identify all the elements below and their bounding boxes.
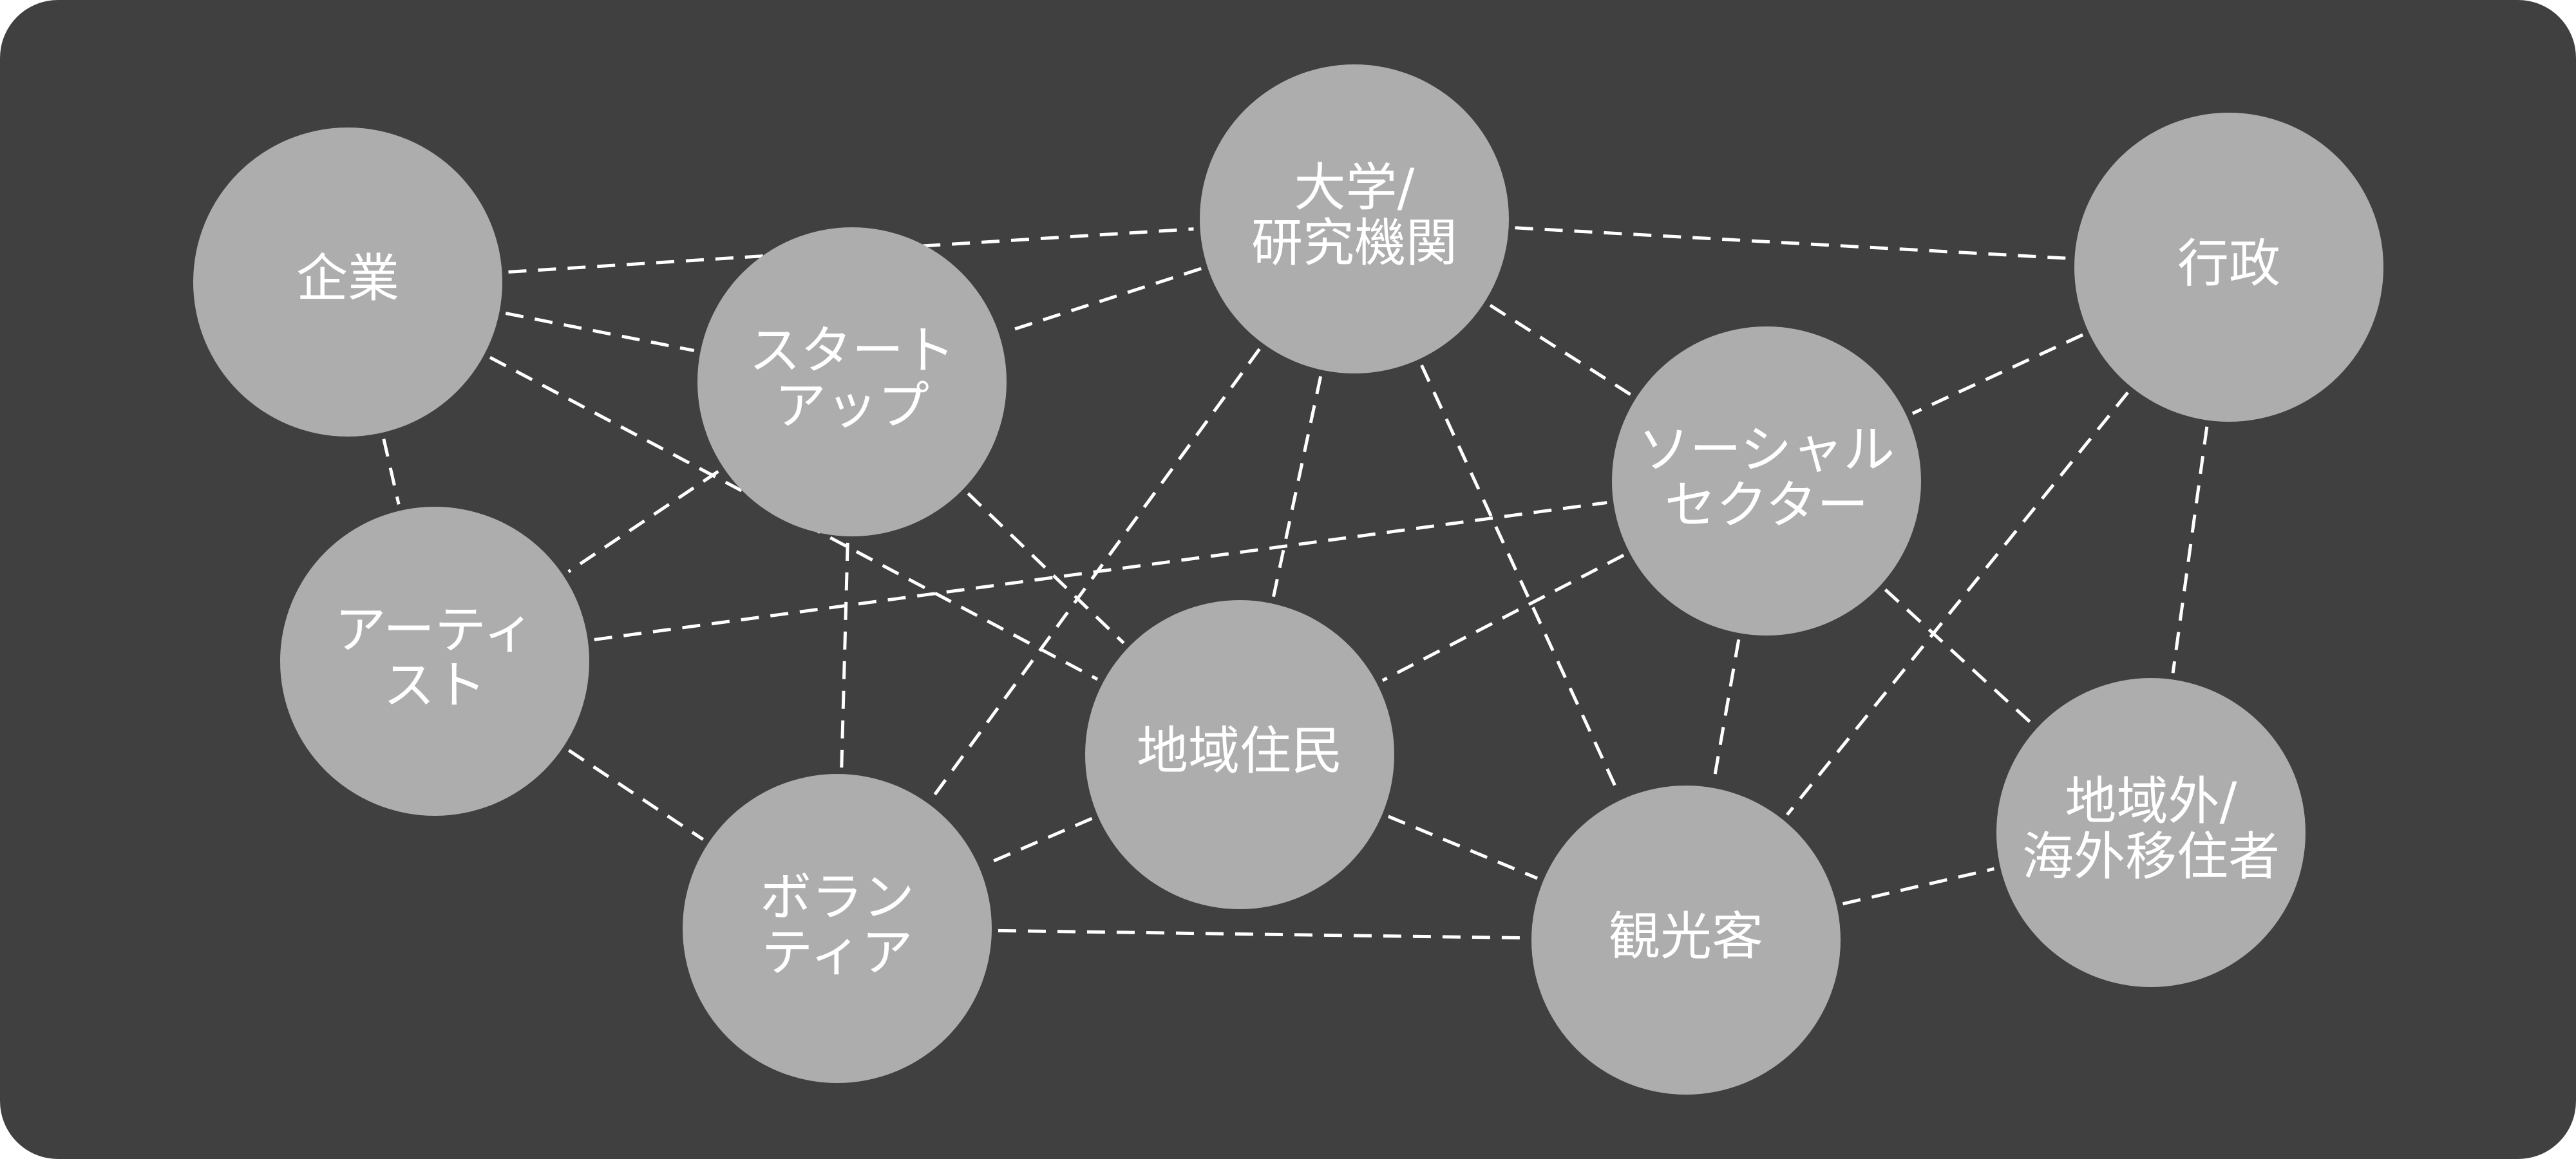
node-label: セクター <box>1665 475 1869 535</box>
node-label: 企業 <box>296 249 399 308</box>
node-label: 行政 <box>2177 234 2280 294</box>
node-label: ティア <box>761 923 913 983</box>
node-label: 大学/ <box>1294 158 1415 218</box>
edge-gyosei-iju <box>2171 426 2209 674</box>
node-circle <box>2074 113 2383 422</box>
edge-artist-social <box>594 501 1607 641</box>
node-chiiki: 地域住民 <box>1085 600 1394 909</box>
node-circle <box>193 127 502 437</box>
node-label: 研究機関 <box>1251 213 1457 273</box>
edge-daigaku-gyosei <box>1515 226 2069 260</box>
node-kigyo: 企業 <box>193 127 502 437</box>
edge-kigyo-artist <box>382 438 401 505</box>
node-iju: 地域外/海外移住者 <box>1996 678 2306 987</box>
node-label: 海外移住者 <box>2022 827 2280 887</box>
node-circle <box>1200 64 1509 373</box>
node-circle <box>1531 786 1841 1095</box>
edge-daigaku-kankokyaku <box>1420 364 1620 795</box>
node-label: ソーシャル <box>1638 420 1895 480</box>
edge-social-chiiki <box>1381 554 1625 682</box>
node-daigaku: 大学/研究機関 <box>1200 64 1509 373</box>
node-circle <box>1085 600 1394 909</box>
edge-social-iju <box>1884 588 2034 726</box>
edge-daigaku-chiiki <box>1271 375 1323 598</box>
edge-kankokyaku-iju <box>1842 867 1994 906</box>
node-label: スト <box>383 655 486 715</box>
edge-daigaku-volunteer <box>931 348 1261 800</box>
edge-chiiki-volunteer <box>984 816 1093 867</box>
node-label: 地域外/ <box>2065 771 2237 831</box>
node-label: アップ <box>775 376 929 436</box>
node-label: アーティ <box>335 600 535 660</box>
edge-gyosei-social <box>1911 333 2084 415</box>
nodes-layer: 企業スタートアップ大学/研究機関行政ソーシャルセクターアーティスト地域住民ボラン… <box>193 64 2383 1095</box>
node-label: 地域住民 <box>1137 721 1343 781</box>
node-circle <box>697 227 1007 536</box>
node-gyosei: 行政 <box>2074 113 2383 422</box>
edge-startup-volunteer <box>840 542 849 768</box>
node-label: 観光客 <box>1609 907 1763 966</box>
edges-layer <box>382 226 2209 940</box>
node-kankokyaku: 観光客 <box>1531 786 1841 1095</box>
edge-startup-chiiki <box>967 492 1125 645</box>
node-circle <box>280 507 589 816</box>
edge-startup-artist <box>567 470 719 573</box>
edge-chiiki-kankokyaku <box>1387 815 1539 880</box>
node-label: ボラン <box>760 867 914 927</box>
node-circle <box>683 774 992 1083</box>
edge-daigaku-startup <box>1005 267 1202 334</box>
edge-volunteer-kankokyaku <box>998 928 1526 940</box>
node-circle <box>1996 678 2306 987</box>
edge-social-kankokyaku <box>1712 639 1741 782</box>
edge-kigyo-startup <box>505 312 695 352</box>
edge-artist-volunteer <box>567 749 705 841</box>
node-label: スタート <box>749 321 955 381</box>
edge-daigaku-social <box>1489 304 1632 396</box>
edge-gyosei-kankokyaku <box>1786 391 2129 816</box>
node-circle <box>1612 326 1921 636</box>
